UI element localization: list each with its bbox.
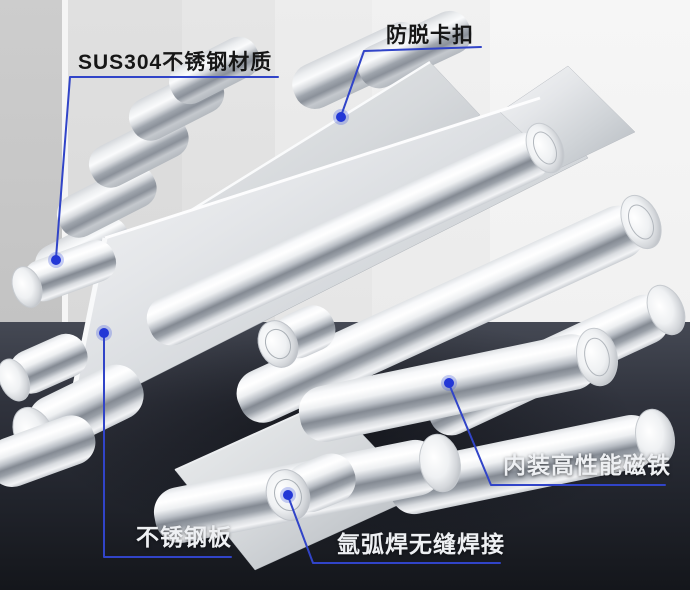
callout-dot-magnet	[444, 378, 454, 388]
label-seamless-weld: 氩弧焊无缝焊接	[337, 531, 505, 557]
label-steel-plate: 不锈钢板	[136, 524, 232, 550]
leader-line-plate	[103, 333, 232, 558]
leader-line-clip	[340, 46, 482, 117]
welded-stubs	[257, 305, 356, 521]
near-magnet-stubs	[0, 240, 144, 488]
leader-line-weld	[287, 495, 501, 564]
label-anti-slip-clip: 防脱卡扣	[386, 24, 474, 47]
callout-dot-weld	[283, 490, 293, 500]
label-internal-magnet: 内装高性能磁铁	[503, 452, 671, 478]
callout-dot-material	[51, 255, 61, 265]
label-material: SUS304不锈钢材质	[78, 51, 273, 74]
callout-dot-clip	[336, 112, 346, 122]
callout-dot-plate	[99, 328, 109, 338]
leader-line-magnet	[448, 383, 666, 486]
backdrop-panel-seam	[62, 0, 68, 322]
leader-line-material	[55, 76, 279, 259]
near-plate-edge-highlight	[104, 96, 541, 240]
